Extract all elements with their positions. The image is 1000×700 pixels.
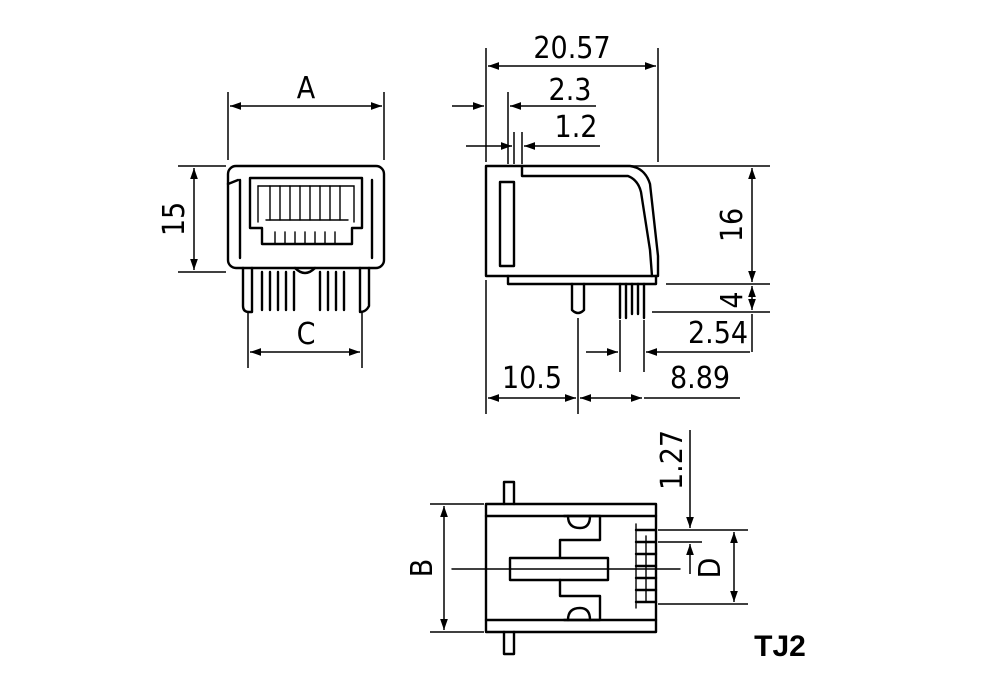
dim-10-5-label: 10.5 (502, 361, 562, 396)
bottom-view: B 1.27 D (405, 430, 748, 656)
dim-4-label: 4 (715, 291, 750, 308)
bottom-pins (634, 523, 658, 609)
dim-a-label: A (297, 71, 316, 106)
dim-15-label: 15 (157, 202, 192, 236)
front-view: A 15 C (157, 71, 386, 368)
dim-1-2-label: 1.2 (555, 110, 598, 145)
front-pins (260, 270, 346, 312)
dim-20-57-label: 20.57 (533, 31, 610, 66)
dim-c-label: C (297, 317, 316, 352)
part-code: TJ2 (754, 630, 806, 663)
dim-2-3-label: 2.3 (549, 73, 592, 108)
dim-8-89-label: 8.89 (670, 361, 730, 396)
dim-d-label: D (693, 558, 728, 579)
front-contacts (265, 185, 349, 245)
dim-16-label: 16 (715, 208, 750, 242)
dim-1-27-label: 1.27 (655, 430, 690, 490)
dim-2-54-label: 2.54 (688, 316, 748, 351)
side-view: 20.57 2.3 1.2 16 4 2.54 10.5 8.89 (452, 31, 770, 414)
dim-b-label: B (405, 559, 440, 578)
